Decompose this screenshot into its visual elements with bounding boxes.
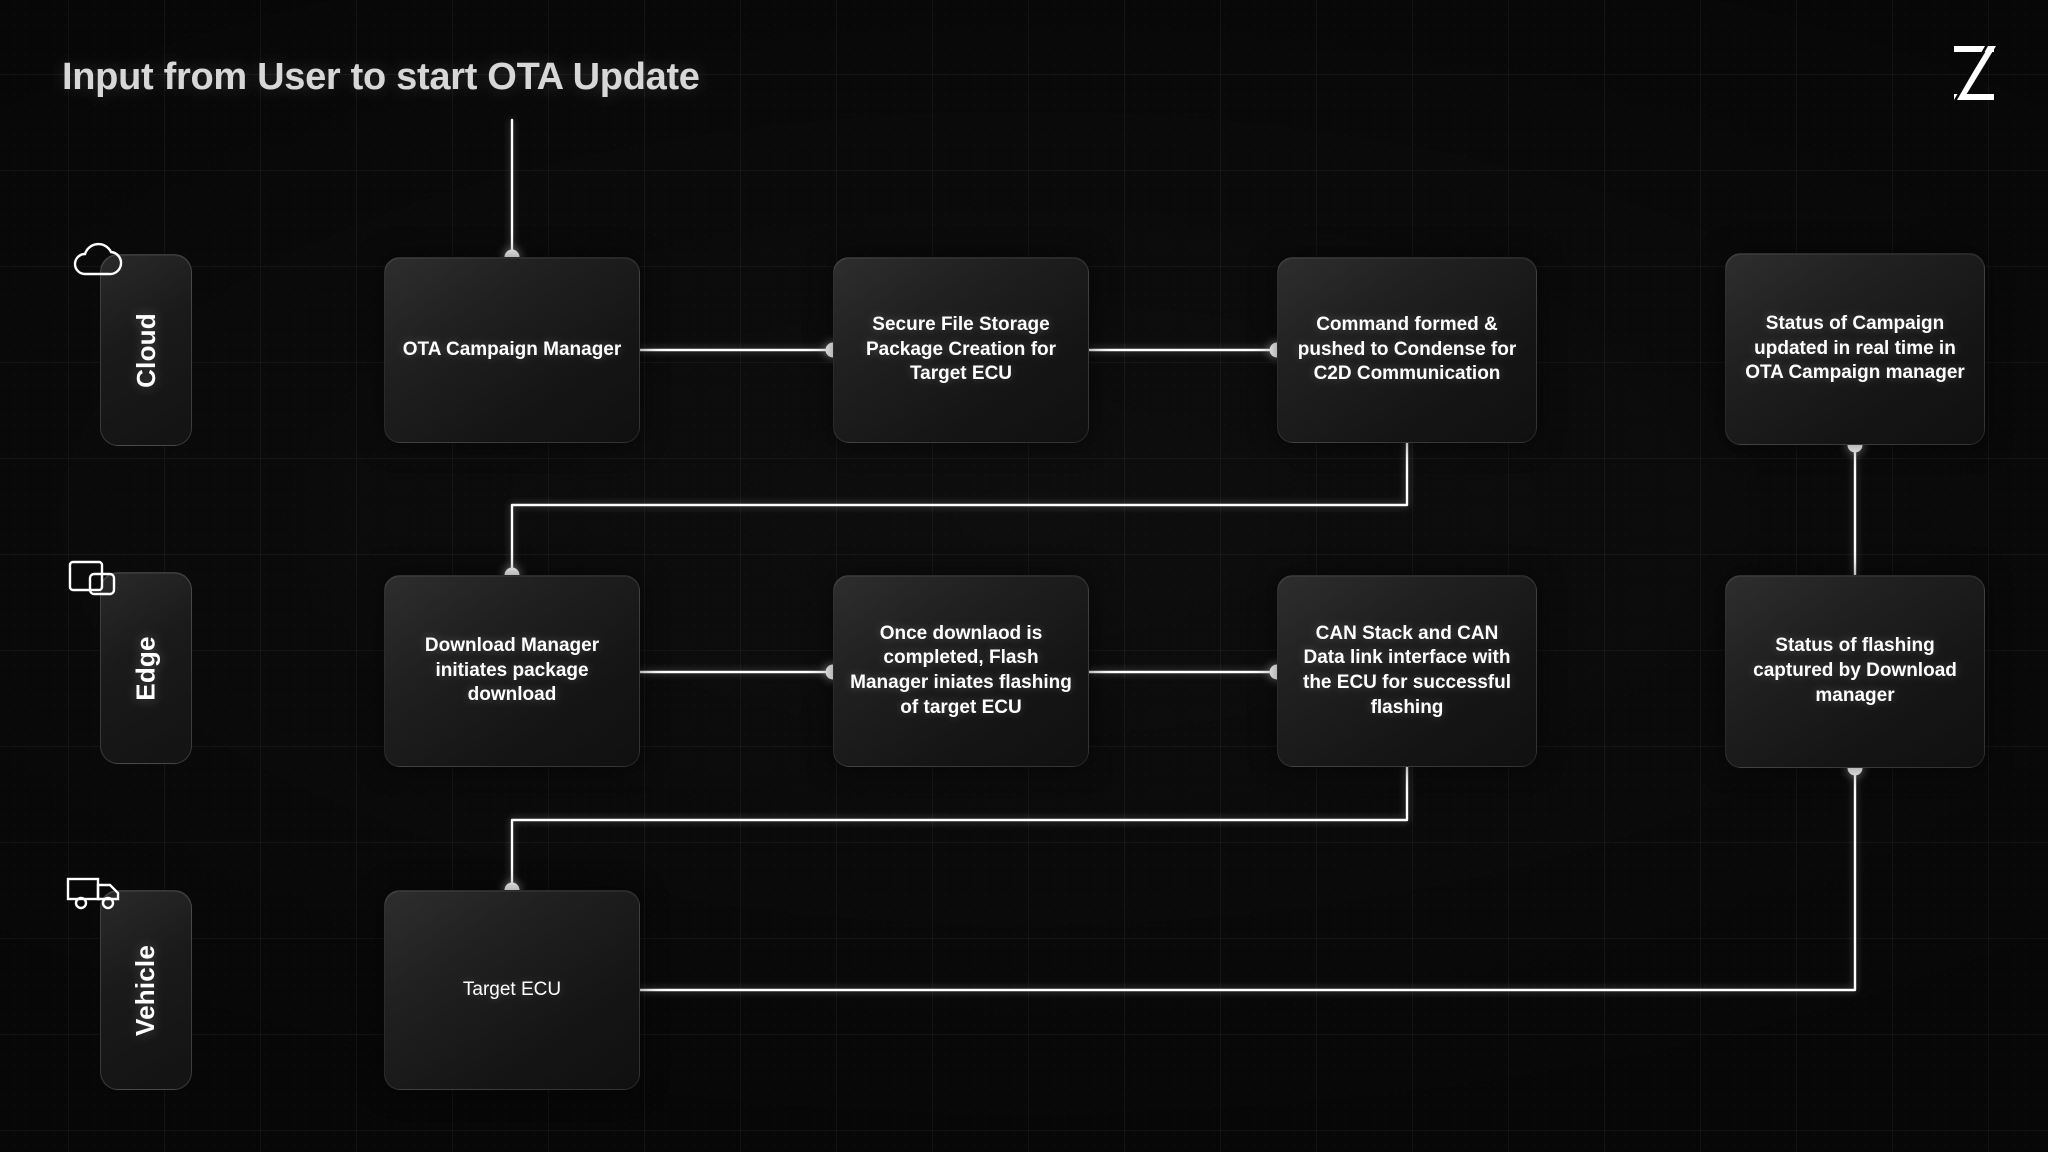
- node-label: OTA Campaign Manager: [402, 338, 622, 360]
- node-label: Command formed & pushed to Condense for …: [1297, 313, 1517, 385]
- node-can-stack[interactable]: CAN Stack and CAN Data link interface wi…: [1277, 575, 1537, 767]
- node-status-of-flashing[interactable]: Status of flashing captured by Download …: [1725, 575, 1985, 768]
- lane-vehicle: Vehicle: [100, 890, 192, 1090]
- zeliot-z-logo: [1954, 46, 1996, 100]
- node-command-formed[interactable]: Command formed & pushed to Condense for …: [1277, 257, 1537, 443]
- node-label: Once downlaod is completed, Flash Manage…: [850, 622, 1072, 718]
- node-label: CAN Stack and CAN Data link interface wi…: [1303, 622, 1511, 718]
- lane-cloud-label: Cloud: [130, 312, 161, 388]
- truck-icon: [66, 877, 120, 910]
- node-ota-campaign-manager[interactable]: OTA Campaign Manager: [384, 257, 640, 443]
- node-download-manager[interactable]: Download Manager initiates package downl…: [384, 575, 640, 767]
- node-label: Target ECU: [462, 978, 562, 1000]
- node-target-ecu[interactable]: Target ECU: [384, 890, 640, 1090]
- node-label: Download Manager initiates package downl…: [424, 634, 600, 706]
- page-title: Input from User to start OTA Update: [62, 56, 700, 98]
- node-secure-file-storage[interactable]: Secure File Storage Package Creation for…: [833, 257, 1089, 443]
- lane-edge: Edge: [100, 572, 192, 764]
- node-label: Status of flashing captured by Download …: [1753, 635, 1957, 706]
- lane-vehicle-label: Vehicle: [130, 944, 161, 1036]
- node-status-of-campaign[interactable]: Status of Campaign updated in real time …: [1725, 253, 1985, 445]
- node-label: Secure File Storage Package Creation for…: [865, 313, 1057, 385]
- node-label: Status of Campaign updated in real time …: [1745, 312, 1965, 384]
- edge-server-icon: [68, 560, 116, 596]
- lane-edge-label: Edge: [130, 635, 161, 701]
- node-flash-manager[interactable]: Once downlaod is completed, Flash Manage…: [833, 575, 1089, 767]
- lane-cloud: Cloud: [100, 254, 192, 446]
- cloud-icon: [73, 242, 123, 276]
